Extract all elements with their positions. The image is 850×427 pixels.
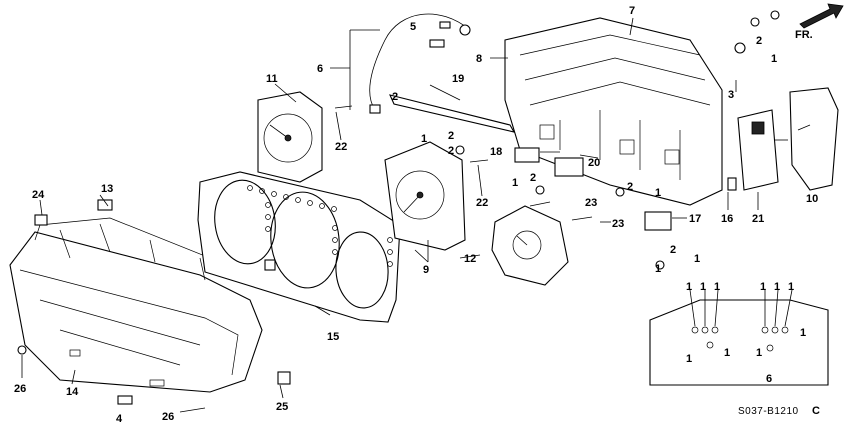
callout-7: 7 (629, 5, 635, 17)
clip-24 (34, 214, 48, 226)
callout-8: 8 (476, 53, 482, 65)
callout-16: 16 (721, 213, 733, 225)
callout-23-lower: 23 (612, 218, 624, 230)
callout-22-right: 22 (476, 197, 488, 209)
cushion-4 (117, 395, 133, 405)
inset-callout-1-g: 1 (686, 353, 692, 365)
screw-23-lower (571, 216, 593, 221)
callout-17: 17 (689, 213, 701, 225)
resistor-block-20 (554, 157, 584, 177)
meter-case (504, 17, 723, 206)
inset-callout-1-e: 1 (774, 281, 780, 293)
relay-17 (644, 211, 672, 231)
bulb-layout-inset (649, 289, 829, 386)
callout-2-harness: 2 (392, 91, 398, 103)
meter-lens-housing (9, 217, 263, 393)
screw-26-upper (17, 345, 27, 355)
callout-11: 11 (266, 73, 278, 85)
callout-1: 1 (771, 53, 777, 65)
screw-22-left (334, 105, 353, 109)
callout-26-bottom: 26 (162, 411, 174, 423)
callout-22-left: 22 (335, 141, 347, 153)
bracket (389, 94, 516, 133)
callout-21: 21 (752, 213, 764, 225)
inset-callout-1-a: 1 (686, 281, 692, 293)
callout-1-b: 1 (512, 177, 518, 189)
inset-callout-1-j: 1 (800, 327, 806, 339)
bulb-socket-16 (727, 177, 737, 191)
callout-2-e: 2 (670, 244, 676, 256)
callout-9: 9 (423, 264, 429, 276)
tachometer-gauge (384, 141, 466, 262)
inset-callout-1-c: 1 (714, 281, 720, 293)
inset-callout-1-d: 1 (760, 281, 766, 293)
callout-1-c: 1 (655, 187, 661, 199)
diagram-code: S037-B1210 (738, 406, 799, 417)
screw-26-lower (179, 407, 206, 413)
callout-19: 19 (452, 73, 464, 85)
resistor-block-18 (514, 147, 540, 163)
callout-25: 25 (276, 401, 288, 413)
callout-20: 20 (588, 157, 600, 169)
callout-15: 15 (327, 331, 339, 343)
callout-1-a: 1 (421, 133, 427, 145)
clip-25 (277, 371, 291, 385)
callout-23-upper: 23 (585, 197, 597, 209)
speedometer-gauge (257, 91, 323, 183)
callout-3: 3 (728, 89, 734, 101)
callout-2: 2 (756, 35, 762, 47)
inset-callout-1-i: 1 (756, 347, 762, 359)
cover (789, 87, 839, 191)
callout-24: 24 (32, 189, 45, 201)
callout-13: 13 (101, 183, 113, 195)
callout-2-b: 2 (448, 145, 454, 157)
callout-2-d: 2 (627, 181, 633, 193)
screw-23-upper (529, 201, 551, 207)
bulb-sockets-1-2 (455, 10, 780, 270)
revision-mark: C (812, 405, 820, 417)
inset-callout-1-h: 1 (724, 347, 730, 359)
callout-2-a: 2 (448, 130, 454, 142)
callout-6: 6 (317, 63, 323, 75)
callout-5: 5 (410, 21, 416, 33)
inset-callout-6: 6 (766, 373, 772, 385)
callout-1-e: 1 (655, 263, 661, 275)
inset-callout-1-b: 1 (700, 281, 706, 293)
front-direction-label: FR. (795, 29, 813, 41)
clip-13 (97, 199, 113, 211)
meter-visor-panel (197, 171, 401, 323)
callout-4: 4 (116, 413, 123, 425)
callout-2-c: 2 (530, 172, 536, 184)
callout-18: 18 (490, 146, 502, 158)
leader-lines (21, 17, 811, 399)
circuit-board (737, 109, 779, 191)
callout-12: 12 (464, 253, 476, 265)
callout-1-d: 1 (694, 253, 700, 265)
callout-10: 10 (806, 193, 818, 205)
screw-22-right (469, 159, 489, 163)
inset-callout-1-f: 1 (788, 281, 794, 293)
wire-harness (369, 13, 471, 114)
fuel-temp-gauge (491, 205, 569, 286)
front-direction-arrow (799, 3, 844, 29)
callout-26-left: 26 (14, 383, 26, 395)
callout-14: 14 (66, 386, 79, 398)
